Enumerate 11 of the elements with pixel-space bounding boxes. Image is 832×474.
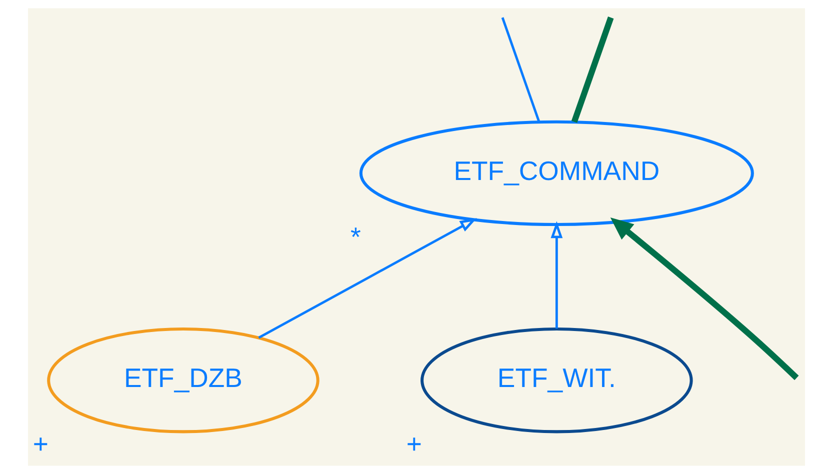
node-ellipse: ETF_WIT. [420,327,692,434]
node-label: + [406,429,422,460]
node-ellipse: ETF_COMMAND [358,120,754,226]
connector [570,16,614,123]
arrow [610,218,798,380]
arrow [258,218,476,339]
node-ellipse: ETF_DZB [46,327,319,434]
node-label: * [350,222,360,252]
connector [500,17,540,122]
node-label: + [32,429,48,460]
arrow [550,221,562,329]
